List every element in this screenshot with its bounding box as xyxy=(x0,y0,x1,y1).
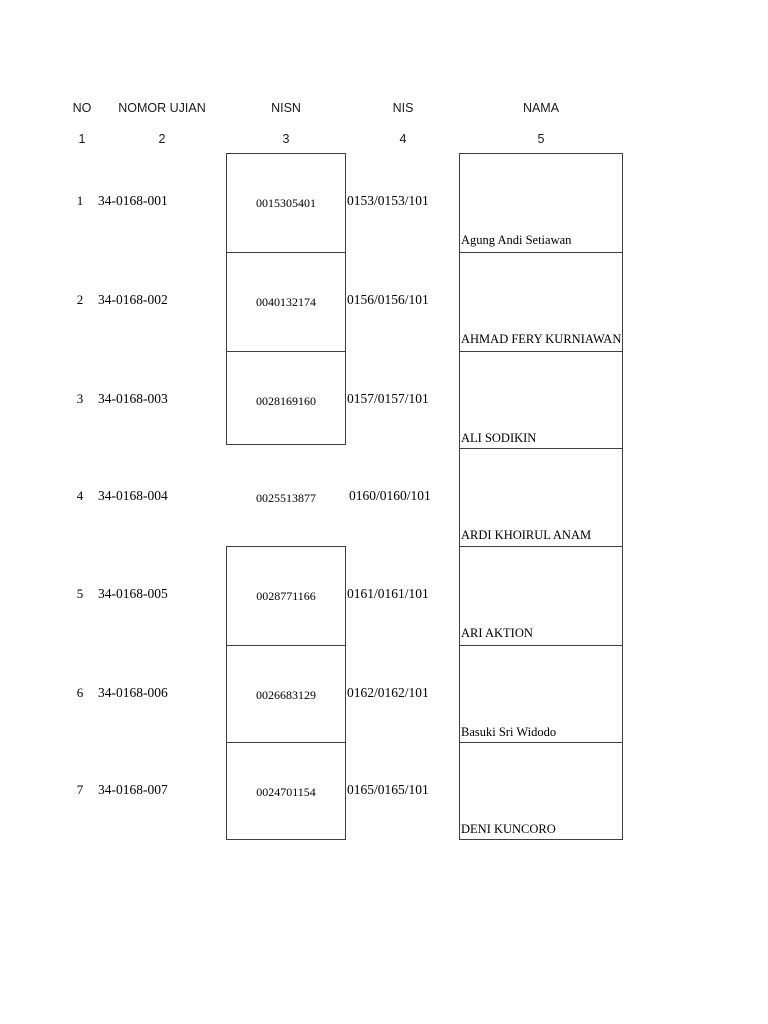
table-header-row: NO NOMOR UJIAN NISN NIS NAMA xyxy=(0,98,768,118)
nisn-row-divider xyxy=(226,742,346,743)
cell-nis: 0153/0153/101 xyxy=(347,193,429,208)
nama-row-divider xyxy=(459,252,623,253)
nisn-row-divider xyxy=(226,351,346,352)
column-number-4: 4 xyxy=(399,132,407,146)
cell-no: 6 xyxy=(76,685,84,700)
table-row: 6 34-0168-006 0026683129 0162/0162/101 B… xyxy=(0,645,768,744)
table-row: 1 34-0168-001 0015305401 0153/0153/101 A… xyxy=(0,153,768,252)
cell-no: 2 xyxy=(76,292,84,307)
cell-nomor-ujian: 34-0168-004 xyxy=(98,488,168,503)
cell-no: 4 xyxy=(76,488,84,503)
cell-nomor-ujian: 34-0168-005 xyxy=(98,586,168,601)
cell-nisn: 0015305401 xyxy=(256,196,316,210)
cell-nomor-ujian: 34-0168-007 xyxy=(98,782,168,797)
cell-nama: AHMAD FERY KURNIAWAN xyxy=(461,332,622,346)
cell-nama: ARI AKTION xyxy=(461,626,533,640)
cell-nomor-ujian: 34-0168-001 xyxy=(98,193,168,208)
column-number-3: 3 xyxy=(282,132,290,146)
cell-nama: Agung Andi Setiawan xyxy=(461,233,572,247)
column-number-2: 2 xyxy=(158,132,166,146)
nama-row-divider xyxy=(459,546,623,547)
cell-nis: 0157/0157/101 xyxy=(347,391,429,406)
cell-nomor-ujian: 34-0168-006 xyxy=(98,685,168,700)
column-header-nama: NAMA xyxy=(522,101,560,115)
table-column-number-row: 1 2 3 4 5 xyxy=(0,129,768,149)
table-row: 7 34-0168-007 0024701154 0165/0165/101 D… xyxy=(0,742,768,841)
cell-nomor-ujian: 34-0168-002 xyxy=(98,292,168,307)
column-header-nisn: NISN xyxy=(271,101,301,115)
nama-row-divider xyxy=(459,645,623,646)
cell-nis: 0162/0162/101 xyxy=(347,685,429,700)
cell-nis: 0161/0161/101 xyxy=(347,586,429,601)
cell-no: 7 xyxy=(76,782,84,797)
column-header-nomor-ujian: NOMOR UJIAN xyxy=(118,101,206,115)
cell-nisn: 0025513877 xyxy=(256,491,316,505)
cell-no: 1 xyxy=(76,193,84,208)
cell-nisn: 0024701154 xyxy=(256,785,316,799)
cell-nisn: 0026683129 xyxy=(256,688,316,702)
cell-nisn: 0028169160 xyxy=(256,394,316,408)
cell-nama: ARDI KHOIRUL ANAM xyxy=(461,528,592,542)
column-number-1: 1 xyxy=(78,132,86,146)
cell-nama: Basuki Sri Widodo xyxy=(461,725,557,739)
cell-nomor-ujian: 34-0168-003 xyxy=(98,391,168,406)
table-row: 2 34-0168-002 0040132174 0156/0156/101 A… xyxy=(0,252,768,351)
column-header-nis: NIS xyxy=(392,101,414,115)
cell-nis: 0165/0165/101 xyxy=(347,782,429,797)
cell-nis: 0156/0156/101 xyxy=(347,292,429,307)
cell-nama: ALI SODIKIN xyxy=(461,431,537,445)
table-row: 3 34-0168-003 0028169160 0157/0157/101 A… xyxy=(0,351,768,450)
table-row: 4 34-0168-004 0025513877 0160/0160/101 A… xyxy=(0,448,768,547)
cell-nisn: 0040132174 xyxy=(256,295,316,309)
table-row: 5 34-0168-005 0028771166 0161/0161/101 A… xyxy=(0,546,768,645)
nisn-border-box-lower xyxy=(226,546,346,840)
cell-nisn: 0028771166 xyxy=(256,589,316,603)
nama-row-divider xyxy=(459,742,623,743)
nisn-row-divider xyxy=(226,645,346,646)
column-number-5: 5 xyxy=(537,132,545,146)
nama-row-divider xyxy=(459,448,623,449)
nisn-border-box-upper xyxy=(226,153,346,445)
cell-no: 5 xyxy=(76,586,84,601)
nama-row-divider xyxy=(459,351,623,352)
column-header-no: NO xyxy=(72,101,92,115)
cell-nis: 0160/0160/101 xyxy=(349,488,431,503)
nama-border-box xyxy=(459,153,623,840)
cell-no: 3 xyxy=(76,391,84,406)
nisn-row-divider xyxy=(226,252,346,253)
cell-nama: DENI KUNCORO xyxy=(461,822,556,836)
